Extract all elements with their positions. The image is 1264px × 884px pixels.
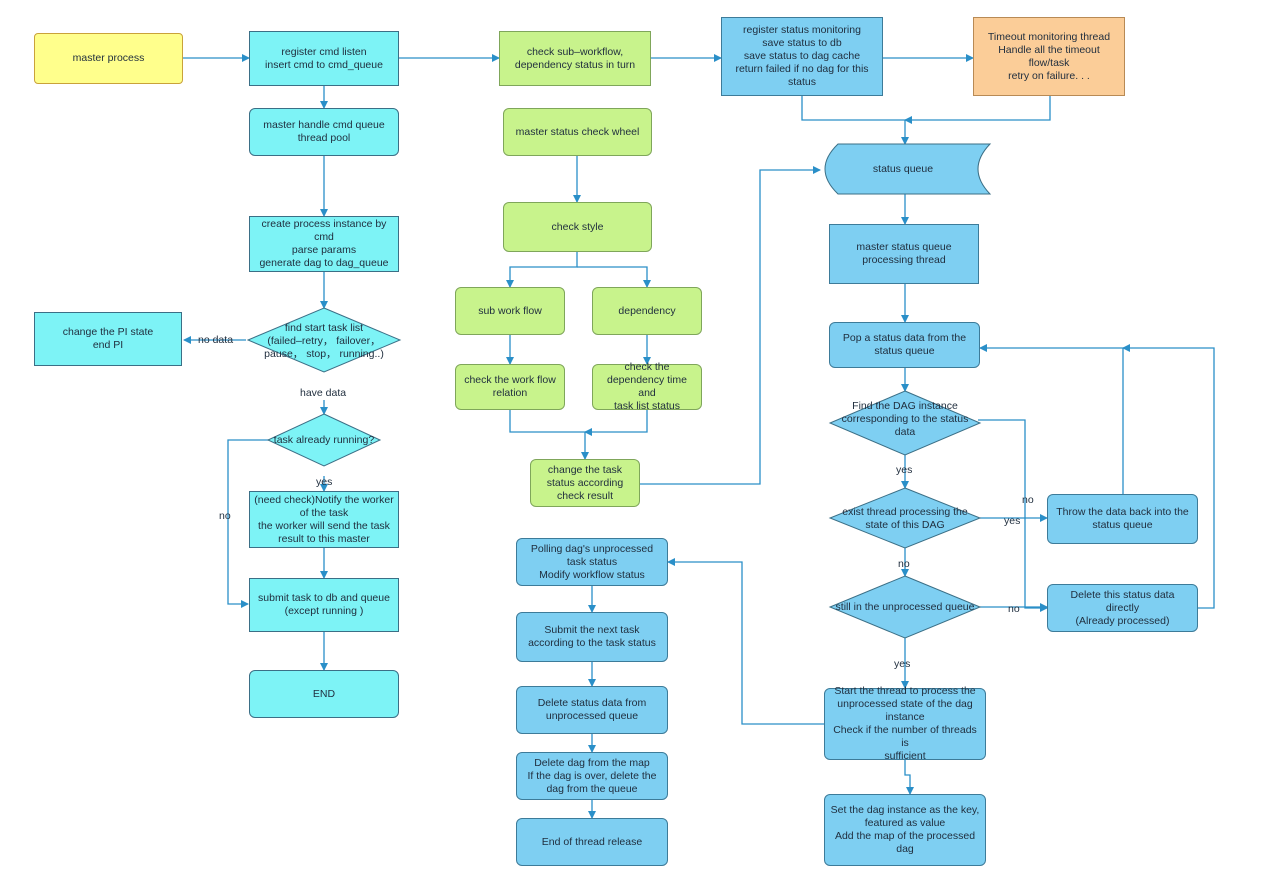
find-dag-diamond: [828, 390, 982, 456]
pop-status-node: Pop a status data from the status queue: [829, 322, 980, 368]
timeout-thread-node: Timeout monitoring thread Handle all the…: [973, 17, 1125, 96]
exist-thread-diamond: [828, 487, 982, 549]
edge-throw-to-pop: [979, 344, 1124, 494]
dependency-node: dependency: [592, 287, 702, 335]
edge-relation-to-change: [509, 410, 589, 460]
start-thread-node: Start the thread to process the unproces…: [824, 685, 986, 762]
label-no-find: no: [1022, 494, 1034, 506]
label-yes-find: yes: [896, 464, 913, 476]
master-process-node: master process: [34, 33, 183, 84]
edge-monitoring-to-queue: [801, 96, 909, 145]
label-no-running: no: [219, 510, 231, 522]
sub-work-flow-node: sub work flow: [455, 287, 565, 335]
register-status-monitoring-node: register status monitoring save status t…: [721, 17, 883, 96]
edge-change-to-status-queue: [640, 166, 821, 485]
edge-find-dag-no-to-delete: [978, 419, 1048, 612]
still-unprocessed-text: still in the unprocessed queue: [835, 600, 975, 613]
edge-style-to-subwf: [506, 252, 578, 288]
change-pi-state-node: change the PI state end PI: [34, 312, 182, 366]
throw-back-node: Throw the data back into the status queu…: [1047, 494, 1198, 544]
change-task-status-node: change the task status according check r…: [530, 459, 640, 507]
edge-running-no-to-submit: [227, 439, 270, 608]
check-style-node: check style: [503, 202, 652, 252]
edge-start-to-set: [904, 760, 914, 795]
delete-status-directly-node: Delete this status data directly (Alread…: [1047, 584, 1198, 632]
set-dag-instance-node: Set the dag instance as the key, feature…: [824, 794, 986, 866]
delete-dag-node: Delete dag from the map If the dag is ov…: [516, 752, 668, 800]
submit-task-node: submit task to db and queue (except runn…: [249, 578, 399, 632]
still-unprocessed-diamond: [828, 575, 982, 639]
label-have-data: have data: [300, 387, 347, 399]
notify-worker-node: (need check)Notify the worker of the tas…: [249, 491, 399, 548]
edge-timeout-to-queue: [904, 96, 1051, 124]
polling-dag-node: Polling dag's unprocessed task status Mo…: [516, 538, 668, 586]
edge-style-to-dependency: [577, 266, 651, 288]
label-no-data: no data: [198, 334, 234, 346]
label-yes-exist: yes: [1004, 515, 1021, 527]
task-running-diamond: [266, 413, 382, 467]
submit-next-task-node: Submit the next task according to the ta…: [516, 612, 668, 662]
status-queue-shape: [824, 143, 992, 195]
edge-start-to-polling: [667, 558, 824, 725]
end-thread-node: End of thread release: [516, 818, 668, 866]
check-sub-workflow-node: check sub–workflow, dependency status in…: [499, 31, 651, 86]
find-dag-instance-text: Find the DAG instance corresponding to t…: [841, 399, 969, 438]
label-no-exist: no: [898, 558, 910, 570]
handle-cmd-queue-node: master handle cmd queue thread pool: [249, 108, 399, 156]
status-check-wheel-node: master status check wheel: [503, 108, 652, 156]
delete-status-data-node: Delete status data from unprocessed queu…: [516, 686, 668, 734]
edge-deptime-to-change: [584, 410, 648, 436]
status-queue-thread-node: master status queue processing thread: [829, 224, 979, 284]
check-work-flow-relation-node: check the work flow relation: [455, 364, 565, 410]
find-start-task-diamond: [246, 307, 402, 373]
task-running-text: task already running?: [273, 433, 375, 446]
register-cmd-node: register cmd listen insert cmd to cmd_qu…: [249, 31, 399, 86]
exist-thread-text: exist thread processing the state of thi…: [842, 506, 968, 531]
label-yes-still: yes: [894, 658, 911, 670]
edge-delete-to-pop: [1122, 344, 1215, 609]
status-queue-text: status queue: [872, 162, 934, 175]
label-no-still: no: [1008, 603, 1020, 615]
end-node: END: [249, 670, 399, 718]
find-start-task-text: find start task list (failed–retry， fail…: [264, 321, 384, 360]
check-dependency-time-node: check the dependency time and task list …: [592, 361, 702, 412]
label-yes-running: yes: [316, 476, 333, 488]
create-instance-node: create process instance by cmd parse par…: [249, 216, 399, 272]
